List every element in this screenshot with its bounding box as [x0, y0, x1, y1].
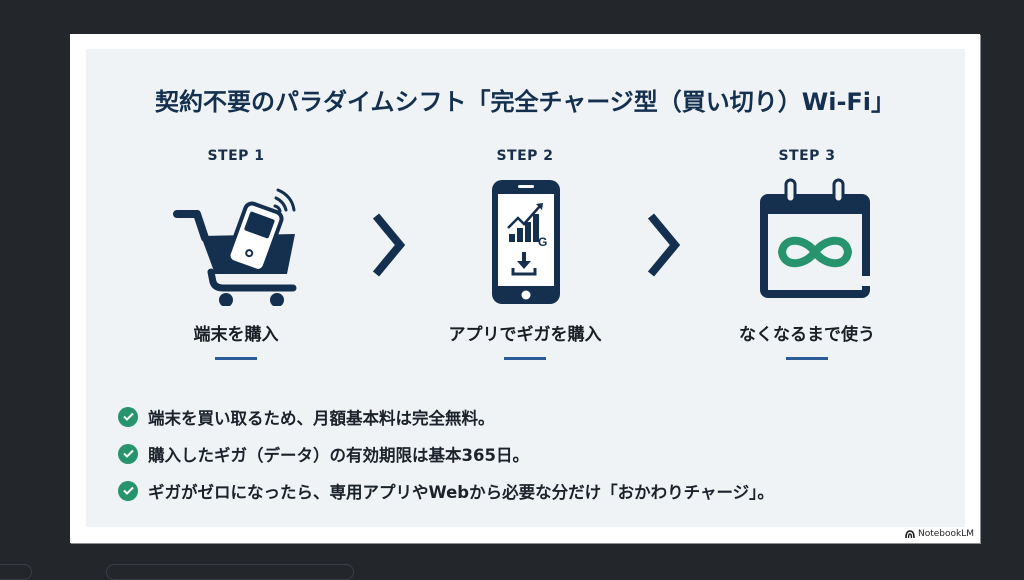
step-caption: なくなるまで使う — [739, 325, 875, 345]
notebooklm-logo-icon — [905, 530, 915, 538]
step-label: STEP 3 — [778, 148, 836, 164]
step-caption: アプリでギガを購入 — [448, 325, 602, 345]
step-3: STEP 3 なくなるまで使う — [707, 148, 907, 360]
bullet-item: ギガがゼロになったら、専用アプリやWebから必要な分だけ「おかわりチャージ」。 — [118, 472, 774, 509]
step-underline — [786, 357, 828, 360]
check-circle-icon — [118, 443, 138, 464]
slide: 契約不要のパラダイムシフト「完全チャージ型（買い切り）Wi-Fi」 STEP 1 — [70, 34, 980, 543]
watermark-text: NotebookLM — [917, 529, 974, 539]
bullet-text: 端末を買い取るため、月額基本料は完全無料。 — [148, 408, 495, 428]
calendar-infinity-icon — [760, 178, 872, 298]
check-circle-icon — [118, 406, 138, 427]
step-1: STEP 1 端末を購入 — [136, 148, 336, 360]
bullet-item: 購入したギガ（データ）の有効期限は基本365日。 — [118, 435, 774, 472]
step-2: STEP 2 G アプリでギガを購入 — [425, 148, 625, 360]
step-underline — [215, 357, 257, 360]
bottom-control[interactable] — [106, 564, 354, 580]
chevron-right-icon — [647, 213, 681, 277]
bullet-text: 購入したギガ（データ）の有効期限は基本365日。 — [148, 445, 529, 465]
step-caption: 端末を購入 — [193, 325, 279, 345]
bottom-control[interactable] — [0, 564, 32, 580]
step-label: STEP 2 — [496, 148, 554, 164]
shopping-cart-with-pocket-wifi-icon — [173, 188, 297, 306]
notebooklm-watermark: NotebookLM — [905, 529, 974, 539]
slide-title: 契約不要のパラダイムシフト「完全チャージ型（買い切り）Wi-Fi」 — [154, 88, 896, 116]
bullet-item: 端末を買い取るため、月額基本料は完全無料。 — [118, 398, 774, 435]
svg-text:G: G — [538, 235, 547, 249]
smartphone-data-download-icon: G — [492, 180, 560, 304]
check-circle-icon — [118, 480, 138, 501]
bullet-list: 端末を買い取るため、月額基本料は完全無料。 購入したギガ（データ）の有効期限は基… — [118, 398, 774, 509]
step-label: STEP 1 — [207, 148, 265, 164]
chevron-right-icon — [372, 213, 406, 277]
step-underline — [504, 357, 546, 360]
bullet-text: ギガがゼロになったら、専用アプリやWebから必要な分だけ「おかわりチャージ」。 — [148, 482, 774, 502]
